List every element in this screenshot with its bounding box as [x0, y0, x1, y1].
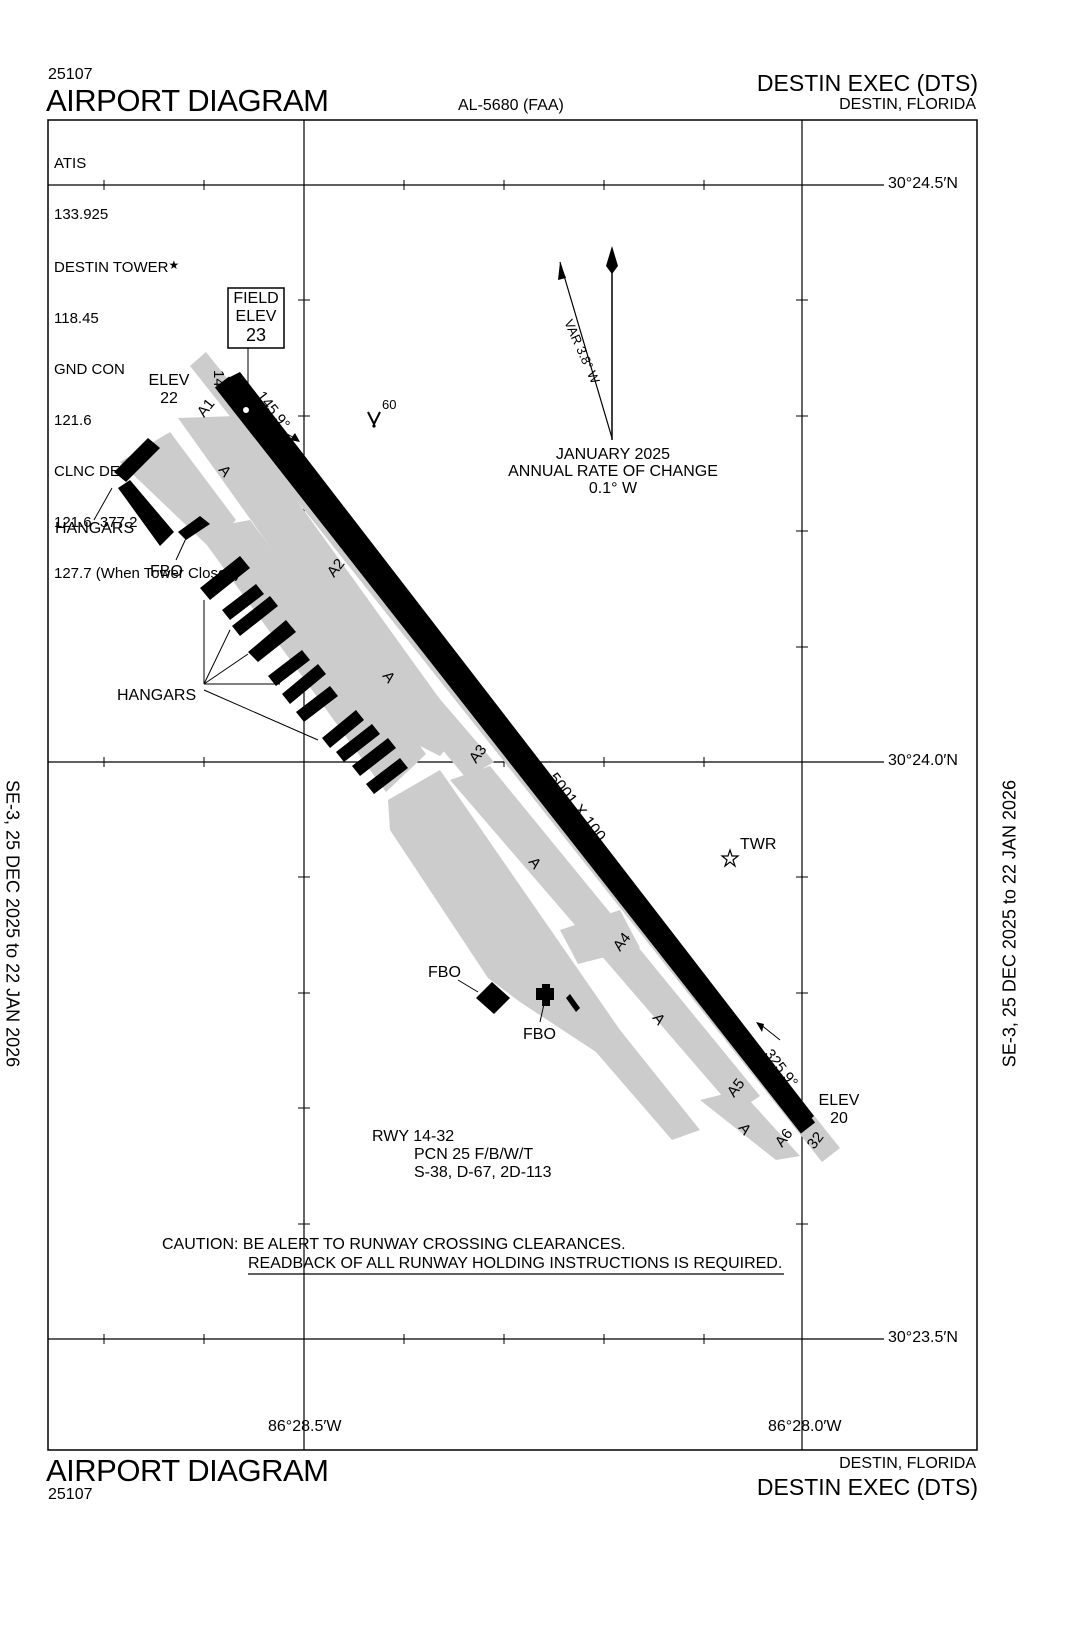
hangar: [178, 516, 210, 540]
twr-label: TWR: [740, 836, 777, 853]
lon-left: 86°28.5′W: [268, 1418, 342, 1435]
map-frame: [47, 119, 978, 1451]
runway-pcn: PCN 25 F/B/W/T: [414, 1146, 534, 1163]
hangar: [118, 480, 174, 546]
fbo-building: [566, 994, 580, 1012]
hangar: [232, 596, 278, 636]
hangar: [222, 584, 264, 620]
hangar: [352, 738, 396, 776]
elev-14: ELEV 22: [148, 372, 190, 408]
runway-info: RWY 14-32 PCN 25 F/B/W/T S-38, D-67, 2D-…: [372, 1128, 552, 1182]
freq-tower-closed: 127.7 (When Tower Closed): [54, 565, 240, 582]
hangar: [248, 620, 296, 662]
hangars-north: [114, 438, 210, 546]
hangar: [282, 664, 326, 704]
hangar: [336, 724, 380, 762]
fbo-label-south-1: FBO: [428, 964, 461, 981]
hangar-rows: [200, 556, 408, 794]
true-north-arrow-icon: [606, 246, 618, 274]
arrow-heads: [244, 392, 764, 1032]
obstacle-height: 60: [382, 397, 397, 412]
airport-name: DESTIN EXEC (DTS): [756, 70, 978, 96]
taxiway-a-north-2: [282, 548, 494, 778]
freq-atis-label: ATIS: [54, 155, 87, 172]
freq-clearance: 121.6 377.2: [54, 514, 138, 531]
taxiway-a4: [560, 910, 640, 964]
taxiway-a6: [700, 1090, 800, 1160]
hangars-label-row: HANGARS: [117, 687, 197, 704]
fbo-label-north: FBO: [150, 563, 183, 580]
tower-icon: [720, 848, 740, 868]
fbo-building: [542, 984, 550, 1006]
hangar: [366, 758, 408, 794]
variation-label: VAR 3.8° W: [561, 317, 603, 386]
frequency-panel: ATIS 133.925 DESTIN TOWER★ 118.45 GND CO…: [54, 121, 240, 599]
hangar: [200, 556, 250, 600]
elev-14-label: ELEV: [148, 372, 190, 389]
faa-id: AL-5680 (FAA): [458, 97, 564, 114]
footer-airport-name: DESTIN EXEC (DTS): [756, 1474, 978, 1500]
runway-end-32: 32: [804, 1129, 828, 1153]
elev-32-value: 20: [830, 1110, 848, 1127]
rate-value: 0.1° W: [588, 480, 638, 497]
caution-line2: READBACK OF ALL RUNWAY HOLDING INSTRUCTI…: [248, 1255, 783, 1272]
diagram-title: AIRPORT DIAGRAM: [46, 83, 329, 118]
fbo-buildings-south: [476, 982, 580, 1014]
field-elev-line1: FIELD: [233, 290, 279, 307]
elev-14-value: 22: [160, 390, 178, 407]
field-elev-box: [227, 287, 285, 349]
lat-bot: 30°23.5′N: [888, 1329, 958, 1346]
north-arrows: [558, 246, 618, 440]
side-label-right: SE-3, 25 DEC 2025 to 22 JAN 2026: [999, 780, 1020, 1068]
hangar: [322, 710, 364, 748]
magnetic-north-arrow-icon: [558, 262, 566, 280]
elev-32-label: ELEV: [818, 1092, 860, 1109]
side-label-left: SE-3, 25 DEC 2025 to 22 JAN 2026: [2, 780, 23, 1068]
runway-end-14: 14: [210, 370, 227, 387]
elev-32: ELEV 20: [818, 1092, 860, 1128]
freq-tower-label: DESTIN TOWER★: [54, 258, 180, 276]
lat-mid: 30°24.0′N: [888, 752, 958, 769]
caution-line1: CAUTION: BE ALERT TO RUNWAY CROSSING CLE…: [162, 1236, 626, 1253]
magnetic-date: JANUARY 2025: [555, 446, 671, 463]
taxiway-a-north-1: [238, 462, 330, 576]
hangar: [114, 438, 160, 482]
rate-title: ANNUAL RATE OF CHANGE: [508, 463, 718, 480]
fbo-building: [476, 982, 510, 1014]
obstacle-icon: [367, 411, 381, 428]
footer-city-state: DESTIN, FLORIDA: [839, 1455, 976, 1472]
lat-top: 30°24.5′N: [888, 175, 958, 192]
field-elev-value: 23: [245, 325, 267, 345]
freq-tower: 118.45: [54, 310, 99, 327]
freq-ground: 121.6: [54, 412, 92, 429]
footer-title: AIRPORT DIAGRAM: [46, 1453, 329, 1488]
hangar: [268, 650, 310, 686]
freq-clearance-label: CLNC DEL: [54, 463, 129, 480]
city-state: DESTIN, FLORIDA: [839, 96, 976, 113]
freq-atis: 133.925: [54, 206, 109, 223]
volume-code: 25107: [48, 66, 93, 83]
south-apron: [388, 770, 700, 1140]
field-elev-point: [243, 407, 249, 413]
star-icon: ★: [168, 258, 180, 272]
runway-body: [214, 376, 816, 1134]
lon-right: 86°28.0′W: [768, 1418, 842, 1435]
field-elev: FIELD ELEV 23: [228, 290, 284, 344]
runway-strength: S-38, D-67, 2D-113: [414, 1164, 552, 1181]
freq-ground-label: GND CON: [54, 361, 125, 378]
hangar: [296, 686, 338, 722]
north-hangar-ramp: [120, 432, 236, 548]
runway-designation: RWY 14-32: [372, 1128, 455, 1145]
footer-volume-code: 25107: [48, 1486, 93, 1503]
fbo-label-south-2: FBO: [523, 1026, 556, 1043]
magnetic-north-line: [559, 261, 613, 439]
field-elev-line2: ELEV: [235, 308, 277, 325]
magnetic-info: JANUARY 2025 ANNUAL RATE OF CHANGE 0.1° …: [500, 446, 726, 497]
hangars-label-north: HANGARS: [55, 520, 135, 537]
